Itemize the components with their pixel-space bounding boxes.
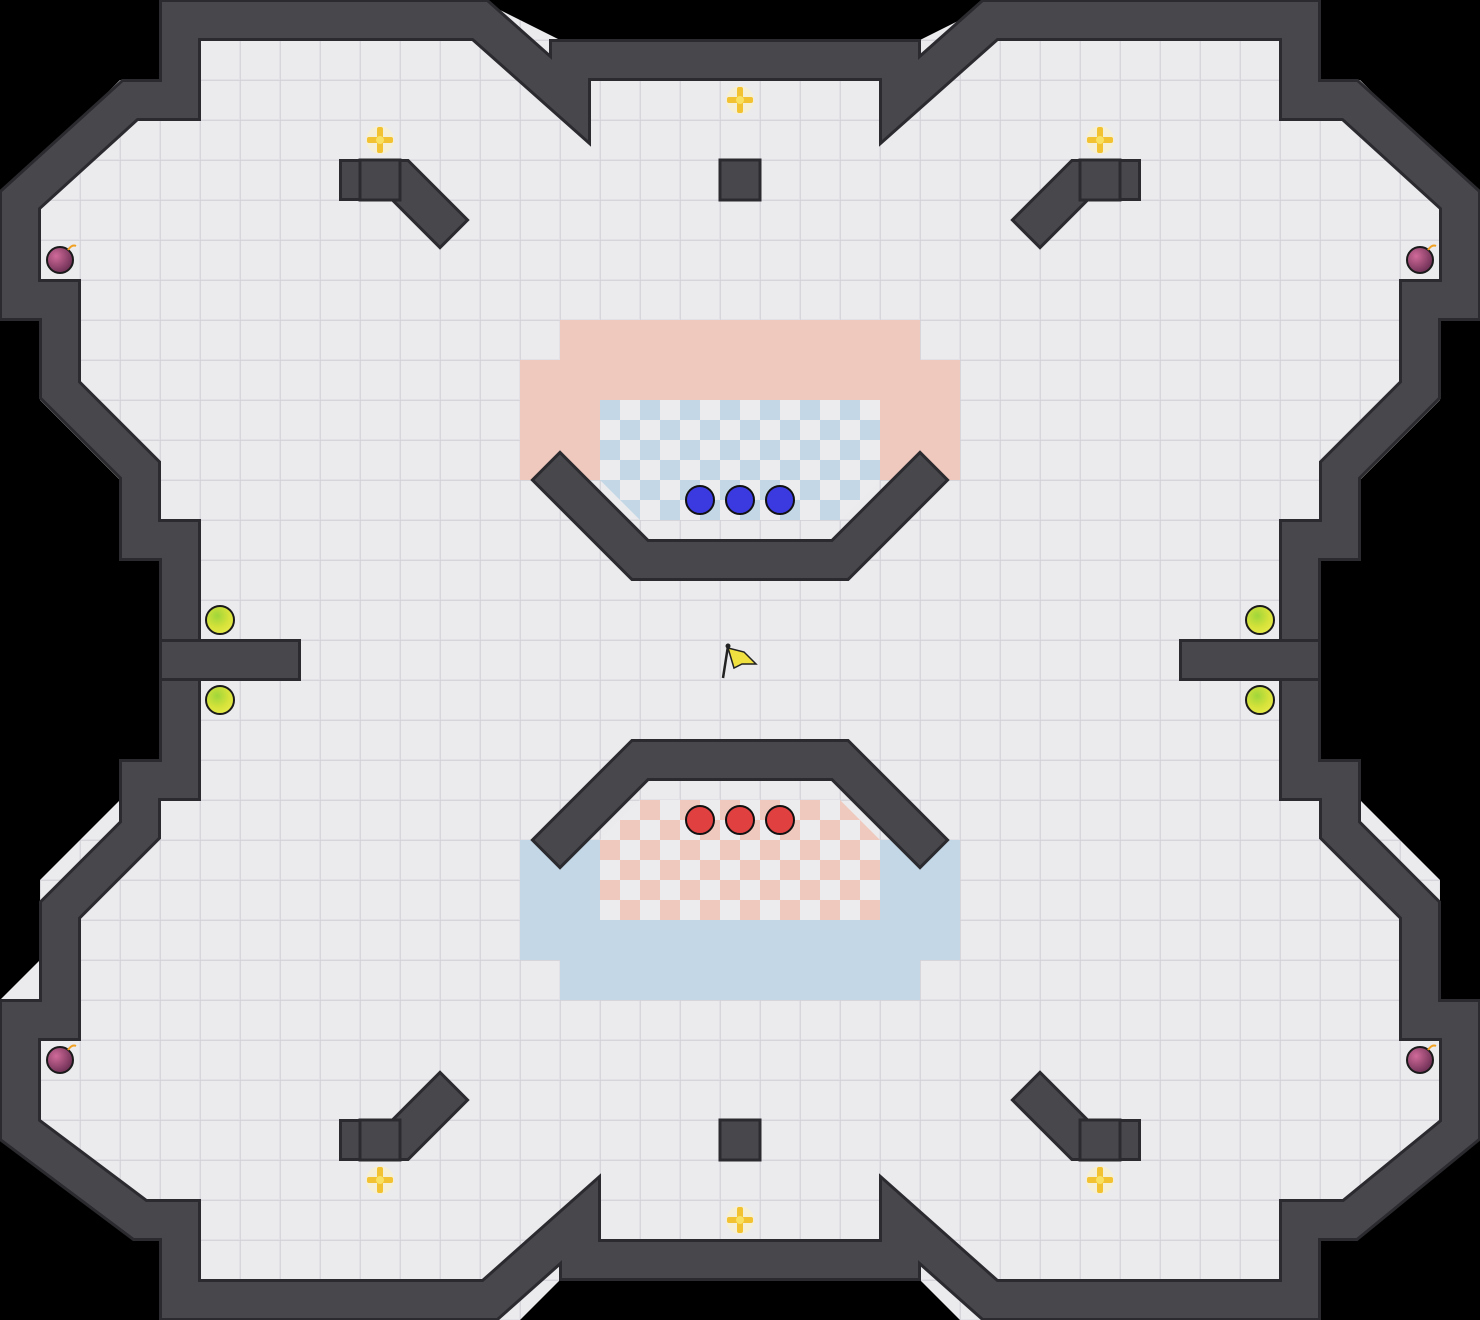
items: [46, 86, 1437, 1234]
speed-boost: [726, 1206, 754, 1234]
bomb: [1406, 1044, 1437, 1074]
speed-boost: [726, 86, 754, 114]
powerup-orb: [205, 685, 235, 715]
bomb: [46, 244, 77, 274]
bomb: [1406, 244, 1437, 274]
red-team-ball: [685, 805, 715, 835]
wall-segment: [1078, 1118, 1122, 1162]
wall-segment: [534, 454, 946, 578]
blue-team-ball: [685, 485, 715, 515]
speed-boost: [1086, 126, 1114, 154]
blue-team-ball: [725, 485, 755, 515]
wall-segment: [718, 158, 762, 202]
wall-segment: [718, 1118, 762, 1162]
wall-segment: [1078, 158, 1122, 202]
red-team-ball: [725, 805, 755, 835]
wall-segment: [358, 1118, 402, 1162]
powerup-orb: [1245, 685, 1275, 715]
blue-goal-zone: [520, 800, 960, 1000]
speed-boost: [366, 1166, 394, 1194]
red-goal-zone: [520, 320, 960, 520]
powerup-orb: [205, 605, 235, 635]
wall-segment: [358, 158, 402, 202]
bomb: [46, 1044, 77, 1074]
powerup-orb: [1245, 605, 1275, 635]
red-team-ball: [765, 805, 795, 835]
blue-team-ball: [765, 485, 795, 515]
neutral-flag: [721, 643, 758, 679]
speed-boost: [366, 126, 394, 154]
speed-boost: [1086, 1166, 1114, 1194]
wall-segment: [534, 742, 946, 866]
